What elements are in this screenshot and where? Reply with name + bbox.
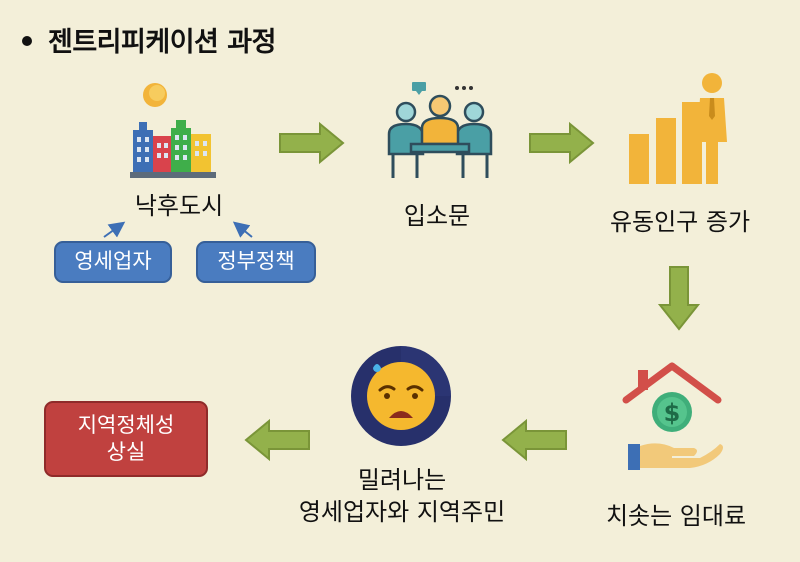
government-policy-box: 정부정책: [196, 241, 316, 283]
title-text: 젠트리피케이션 과정: [48, 27, 276, 58]
node-word-of-mouth: 입소문: [403, 202, 471, 230]
node-pushed-out-line1: 밀려나는: [357, 466, 447, 494]
house-money-icon: $: [622, 362, 723, 470]
identity-loss-line1: 지역정체성: [77, 412, 175, 437]
flow-arrow-left-1: [501, 418, 567, 462]
identity-loss-line2: 상실: [106, 440, 146, 464]
node-rent-surge: 치솟는 임대료: [605, 502, 747, 530]
flow-arrow-right-2: [529, 121, 595, 165]
city-buildings-icon: [130, 83, 216, 178]
identity-loss-box: 지역정체성 상실: [44, 401, 208, 477]
growth-person-icon: [629, 73, 727, 184]
sad-face-icon: [351, 346, 451, 446]
flow-arrow-down: [657, 266, 701, 331]
node-population-increase: 유동인구 증가: [609, 208, 751, 236]
page-title: 젠트리피케이션 과정: [22, 20, 276, 59]
node-pushed-out-line2: 영세업자와 지역주민: [298, 498, 506, 527]
flow-arrow-left-2: [244, 418, 310, 462]
small-business-box: 영세업자: [54, 241, 172, 283]
node-declining-city: 낙후도시: [134, 192, 224, 220]
bullet-icon: [22, 35, 32, 46]
flow-arrow-right-1: [279, 121, 345, 165]
node-pushed-out: 밀려나는 영세업자와 지역주민: [260, 464, 544, 529]
svg-text:$: $: [664, 399, 681, 427]
meeting-people-icon: [387, 82, 493, 178]
